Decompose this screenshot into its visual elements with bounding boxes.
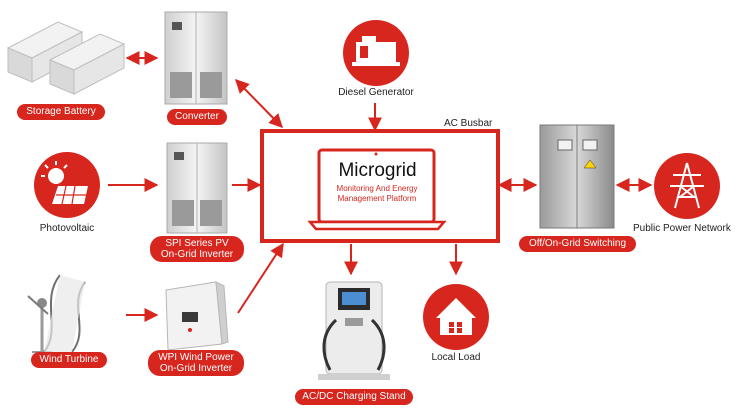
laptop-icon: [307, 148, 447, 231]
spi-inverter-image: [166, 142, 228, 234]
off-on-grid-label: Off/On-Grid Switching: [519, 236, 636, 252]
photovoltaic-icon: [34, 152, 100, 218]
spi-inverter-label: SPI Series PV On-Grid Inverter: [150, 236, 244, 262]
converter-image: [164, 11, 228, 105]
platform-subtitle-line1: Monitoring And Energy: [336, 184, 418, 193]
transmission-tower-icon: [654, 153, 720, 219]
wpi-inverter-image: [165, 281, 229, 351]
storage-battery-image: [6, 21, 126, 95]
arrow-wpi-bus: [237, 242, 284, 314]
wpi-label-line1: WPI Wind Power: [158, 352, 234, 363]
wpi-label-line2: On-Grid Inverter: [159, 363, 233, 374]
wind-turbine-label: Wind Turbine: [31, 352, 107, 368]
local-load-label: Local Load: [431, 352, 481, 363]
switching-cabinet-image: [539, 124, 615, 229]
wpi-inverter-label: WPI Wind Power On-Grid Inverter: [148, 350, 244, 376]
house-icon: [423, 284, 489, 350]
charging-stand-image: [318, 281, 390, 380]
diesel-generator-icon: [343, 20, 409, 86]
storage-battery-label: Storage Battery: [17, 104, 105, 120]
spi-label-line2: On-Grid Inverter: [160, 249, 234, 260]
ac-busbar-label: AC Busbar: [444, 118, 493, 129]
arrow-converter-bus: [235, 78, 283, 129]
platform-subtitle-line2: Management Platform: [337, 194, 417, 203]
converter-label: Converter: [167, 109, 227, 125]
spi-label-line1: SPI Series PV: [165, 238, 229, 249]
platform-title: Microgrid: [338, 160, 417, 181]
diesel-generator-label: Diesel Generator: [338, 87, 414, 98]
connectors: [108, 51, 653, 322]
charging-stand-label: AC/DC Charging Stand: [295, 389, 413, 405]
photovoltaic-label: Photovoltaic: [39, 223, 95, 234]
public-power-label: Public Power Network: [633, 223, 731, 234]
platform-subtitle: Monitoring And Energy Management Platfor…: [318, 184, 436, 204]
wind-turbine-icon: [27, 274, 86, 353]
